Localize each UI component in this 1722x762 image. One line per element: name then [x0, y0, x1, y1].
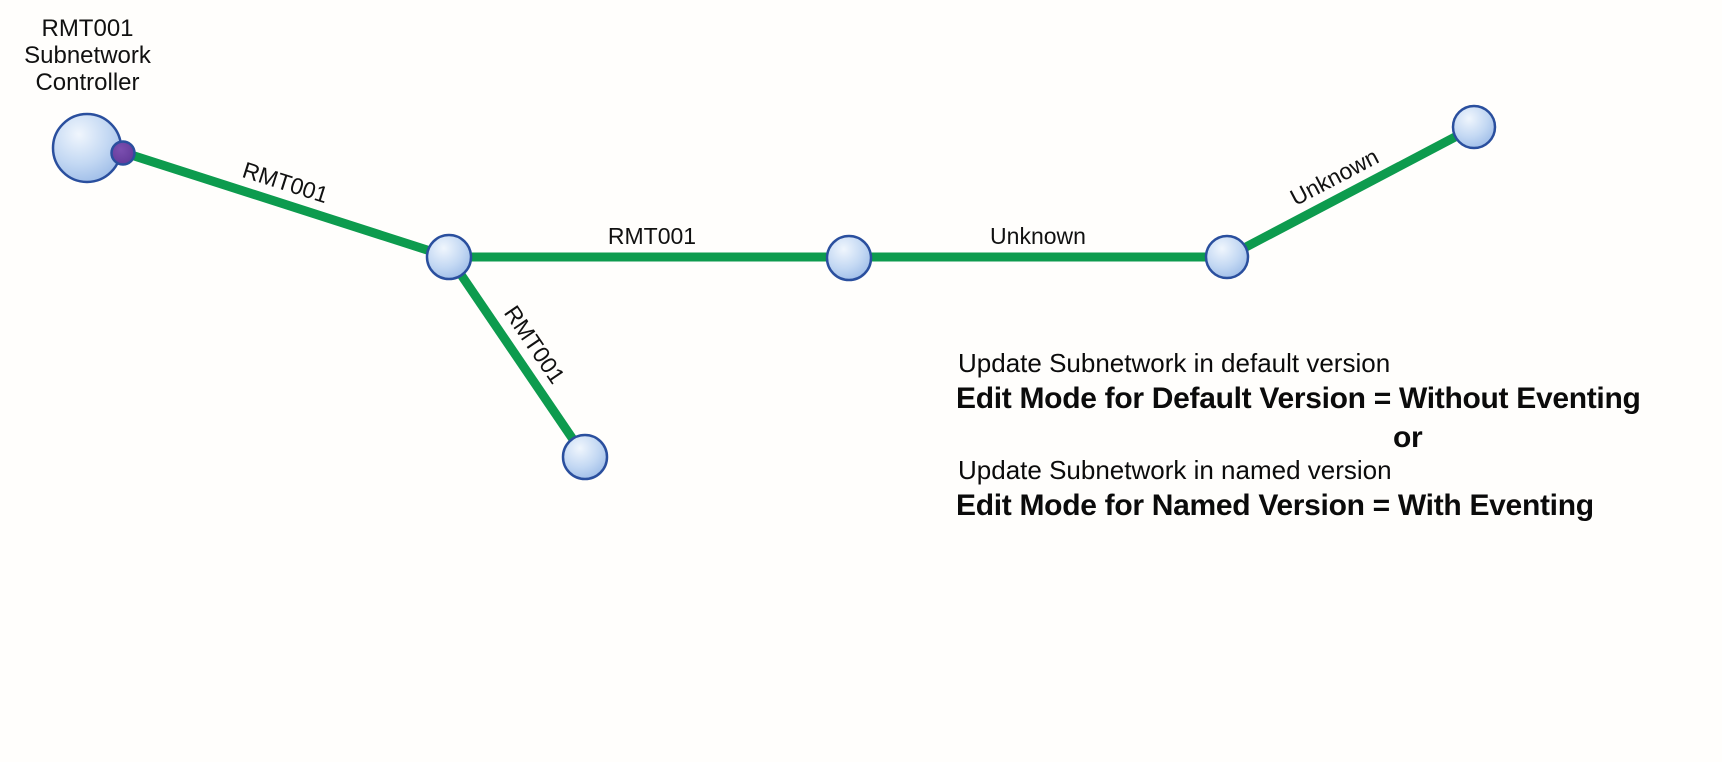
controller-caption-line3: Controller — [35, 69, 140, 96]
annotation-default-version: Update Subnetwork in default version — [958, 348, 1391, 378]
node-middle — [825, 234, 873, 282]
node-controller-port — [110, 140, 136, 166]
node-group — [51, 104, 1497, 481]
node-junction — [425, 233, 473, 281]
edge-group — [123, 123, 1477, 460]
edge-label-middle-right: Unknown — [990, 223, 1086, 249]
node-right — [1204, 234, 1250, 280]
controller-caption-line1: RMT001 — [41, 15, 134, 42]
controller-caption: RMT001 Subnetwork Controller — [5, 15, 170, 96]
node-top-right — [1451, 104, 1497, 150]
annotation-or: or — [1393, 421, 1423, 454]
edge-label-junction-middle: RMT001 — [608, 223, 696, 249]
annotation-edit-mode-default: Edit Mode for Default Version = Without … — [956, 382, 1641, 415]
edge-junction-bottom — [445, 254, 589, 460]
annotation-edit-mode-named: Edit Mode for Named Version = With Event… — [956, 489, 1594, 522]
node-bottom — [561, 433, 609, 481]
controller-caption-line2: Subnetwork — [24, 42, 151, 69]
node-subnetwork-controller — [51, 112, 123, 184]
edge-right-topright — [1224, 123, 1477, 261]
edge-controller-junction — [123, 148, 451, 262]
annotation-named-version: Update Subnetwork in named version — [958, 455, 1392, 485]
